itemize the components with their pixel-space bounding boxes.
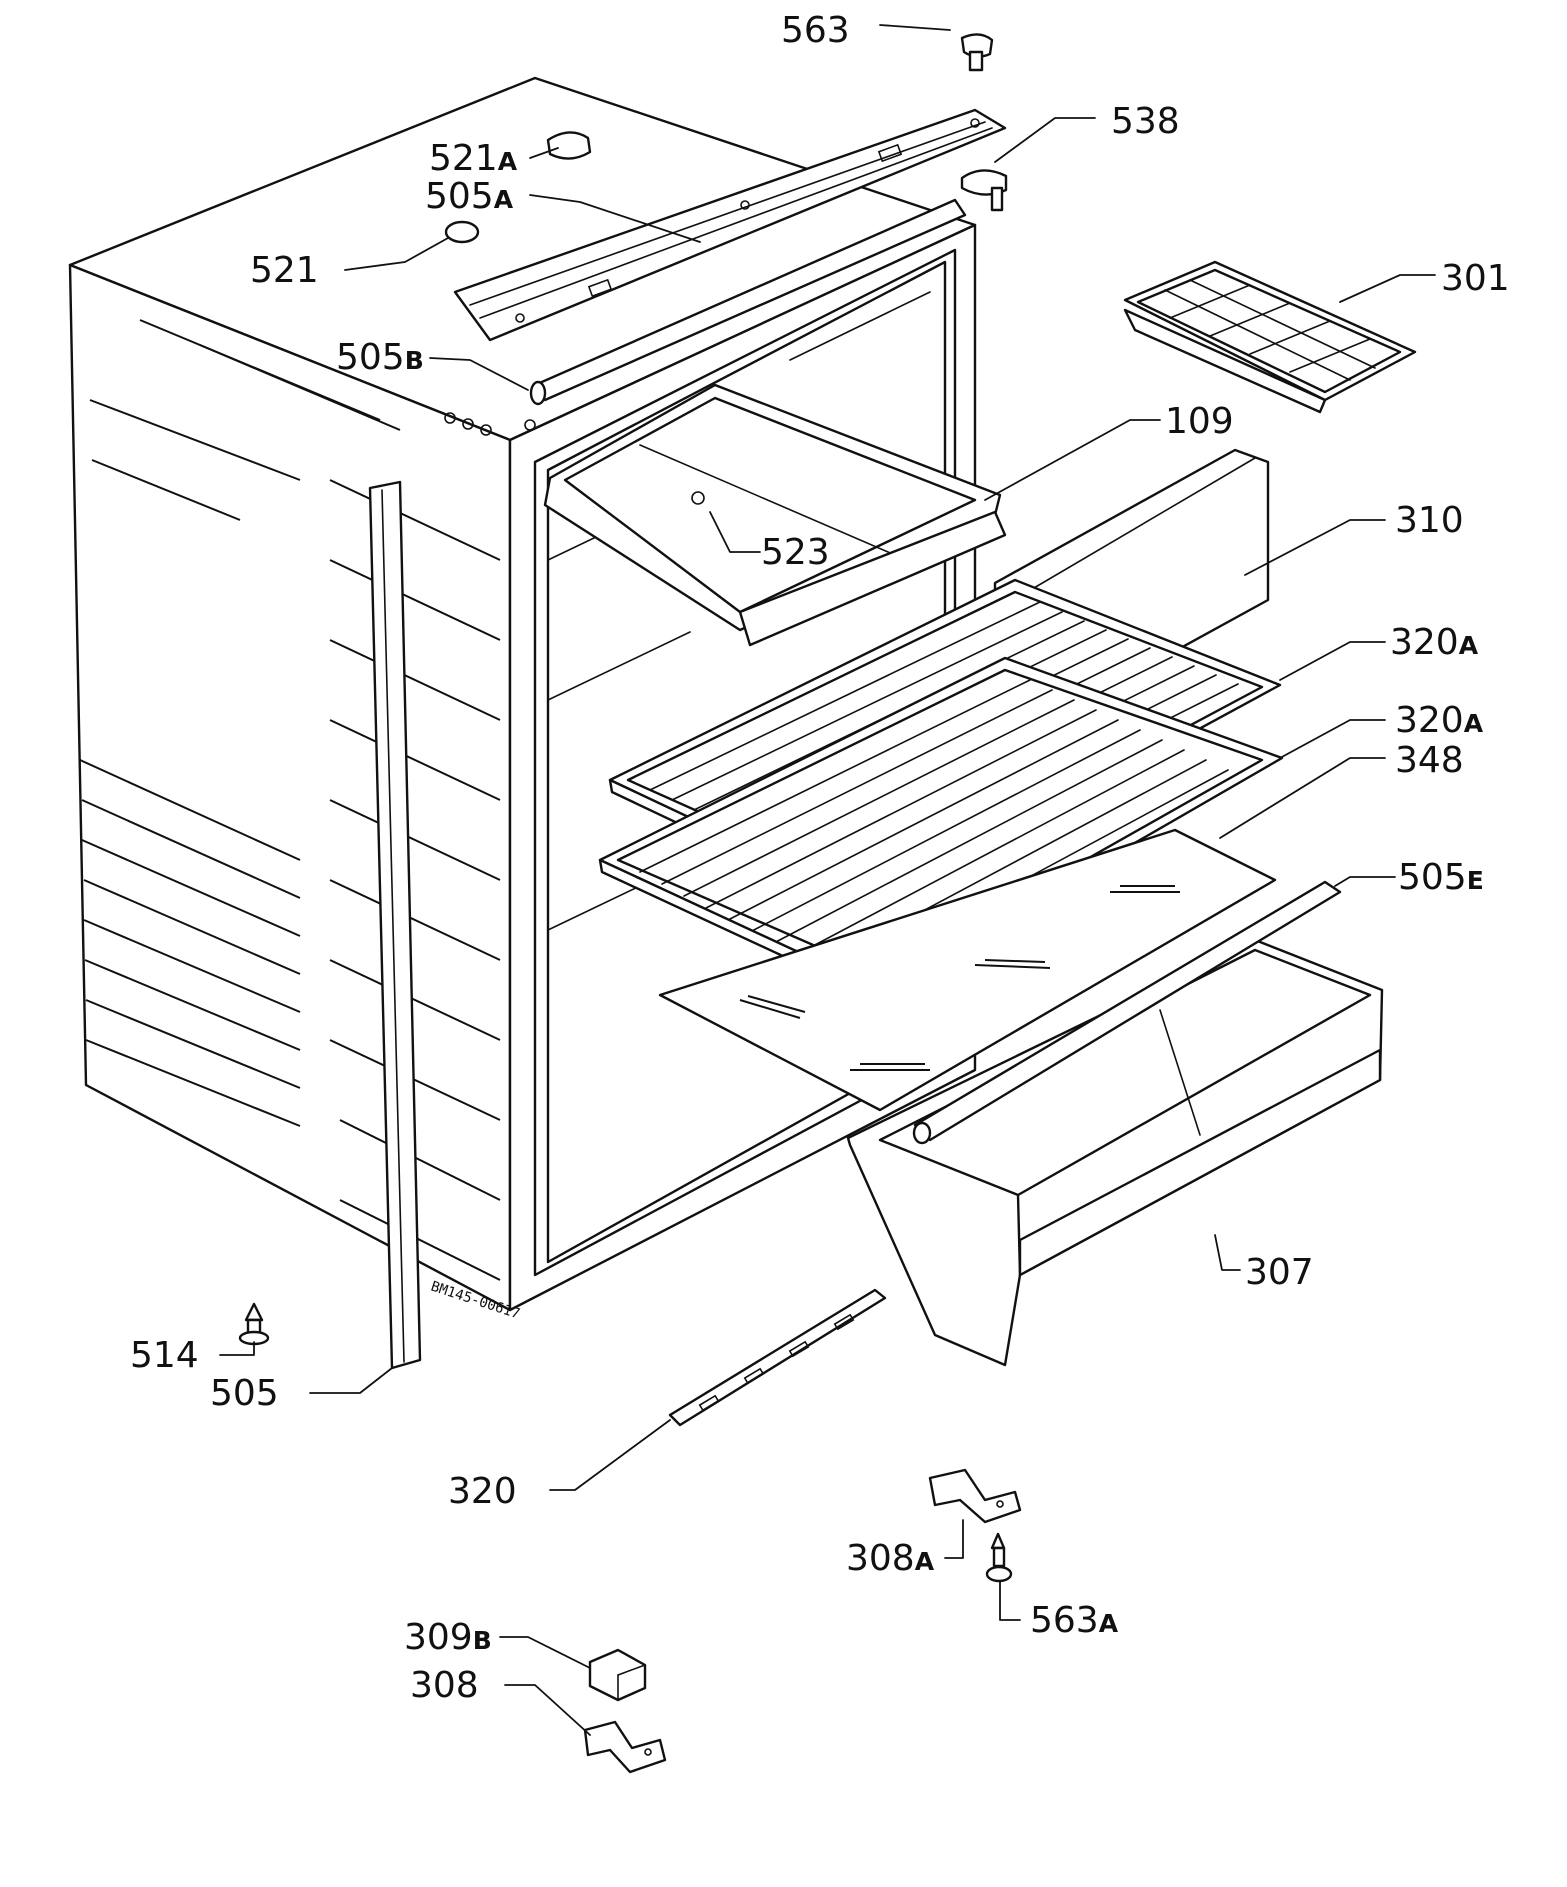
label-538: 538: [1111, 101, 1180, 142]
label-563: 563: [781, 10, 850, 51]
cap-309b: [588, 1648, 647, 1702]
label-514: 514: [130, 1335, 199, 1376]
label-307: 307: [1245, 1252, 1314, 1293]
label-505e: 505E: [1398, 857, 1484, 898]
door-seal-strip: [368, 480, 422, 1370]
freezer-drip-tray: [543, 383, 1007, 647]
label-505a: 505A: [425, 176, 514, 217]
label-320a-upper: 320A: [1390, 622, 1479, 663]
label-109: 109: [1165, 401, 1234, 442]
label-320: 320: [448, 1471, 517, 1512]
label-348: 348: [1395, 740, 1464, 781]
foot-514: [238, 1302, 270, 1346]
label-308: 308: [410, 1665, 479, 1706]
label-309b: 309B: [404, 1617, 492, 1658]
ice-tray: [1123, 260, 1417, 414]
cap-521a: [546, 131, 592, 160]
bracket-308: [583, 1720, 667, 1774]
screw-563a: [985, 1532, 1013, 1583]
label-301: 301: [1441, 258, 1510, 299]
bracket-308a: [928, 1468, 1022, 1524]
label-523: 523: [761, 532, 830, 573]
hinge-pin-538: [960, 169, 1008, 212]
label-521: 521: [250, 250, 319, 291]
glass-plate: [658, 828, 1277, 1112]
label-505: 505: [210, 1373, 279, 1414]
screw-563: [960, 33, 994, 72]
label-521a: 521A: [429, 138, 518, 179]
bottom-rail: [668, 1288, 887, 1427]
cap-521: [444, 220, 480, 244]
top-hinge-rail: [453, 108, 1007, 342]
label-320a-lower: 320A: [1395, 700, 1484, 741]
seal-strip-top: [529, 198, 967, 406]
label-505b: 505B: [336, 337, 424, 378]
front-trim-strip: [912, 880, 1342, 1145]
side-shading: [79, 319, 501, 1281]
label-563a: 563A: [1030, 1600, 1119, 1641]
label-308a: 308A: [846, 1538, 935, 1579]
label-310: 310: [1395, 500, 1464, 541]
part-labels: 563 538 521A 505A 521 301 505B 109 523 3…: [130, 10, 1510, 1706]
leader-lines: [219, 24, 1436, 1736]
